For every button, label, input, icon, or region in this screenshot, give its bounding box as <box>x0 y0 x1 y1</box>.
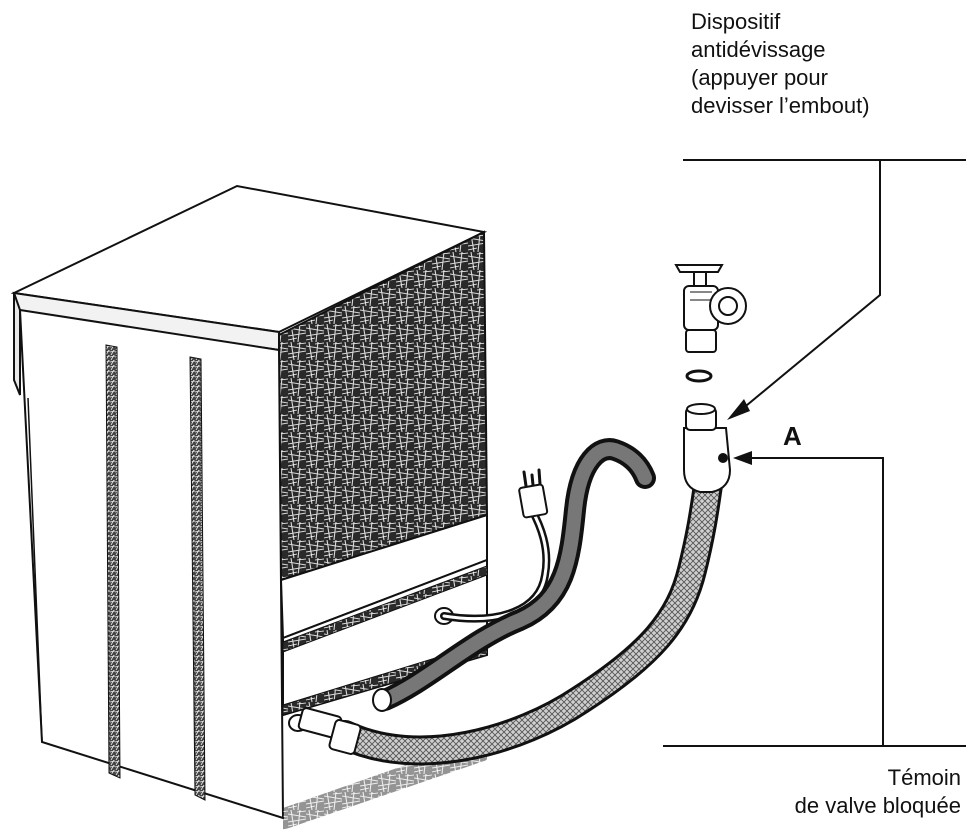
water-tap-icon <box>674 264 747 353</box>
power-plug-icon <box>518 468 549 519</box>
arrow-head-a <box>733 451 752 465</box>
label-line: Dispositif <box>691 9 781 34</box>
dishwasher-illustration <box>10 184 489 830</box>
label-line: Témoin <box>887 765 961 790</box>
power-cable <box>440 468 551 623</box>
label-line: devisser l’embout) <box>691 93 870 118</box>
label-line: antidévissage <box>691 37 826 62</box>
drain-hose-end <box>372 688 392 712</box>
callout-lines <box>663 159 966 747</box>
drain-hose <box>372 438 656 712</box>
anti-unscrew-device-label: Dispositif antidévissage (appuyer pour d… <box>691 8 961 120</box>
dishwasher-base-trim <box>282 565 488 653</box>
hose-connector-icon <box>297 707 362 755</box>
valve-indicator <box>718 453 728 463</box>
label-line: de valve bloquée <box>794 793 961 818</box>
valve-indicator-label: Témoin de valve bloquée <box>795 764 961 820</box>
bottom-callout-pointer <box>740 457 884 746</box>
dishwasher-front <box>18 308 285 820</box>
front-strip-right <box>189 356 206 801</box>
label-line: (appuyer pour <box>691 65 828 90</box>
top-callout-pointer <box>734 160 881 416</box>
arrow-head-top <box>727 399 750 420</box>
inlet-hose <box>297 470 723 766</box>
safety-valve-block <box>683 403 732 493</box>
marker-a: A <box>783 421 802 451</box>
front-strip-left <box>105 344 121 779</box>
washer-icon <box>685 369 713 383</box>
dishwasher-door-edge <box>13 292 21 396</box>
